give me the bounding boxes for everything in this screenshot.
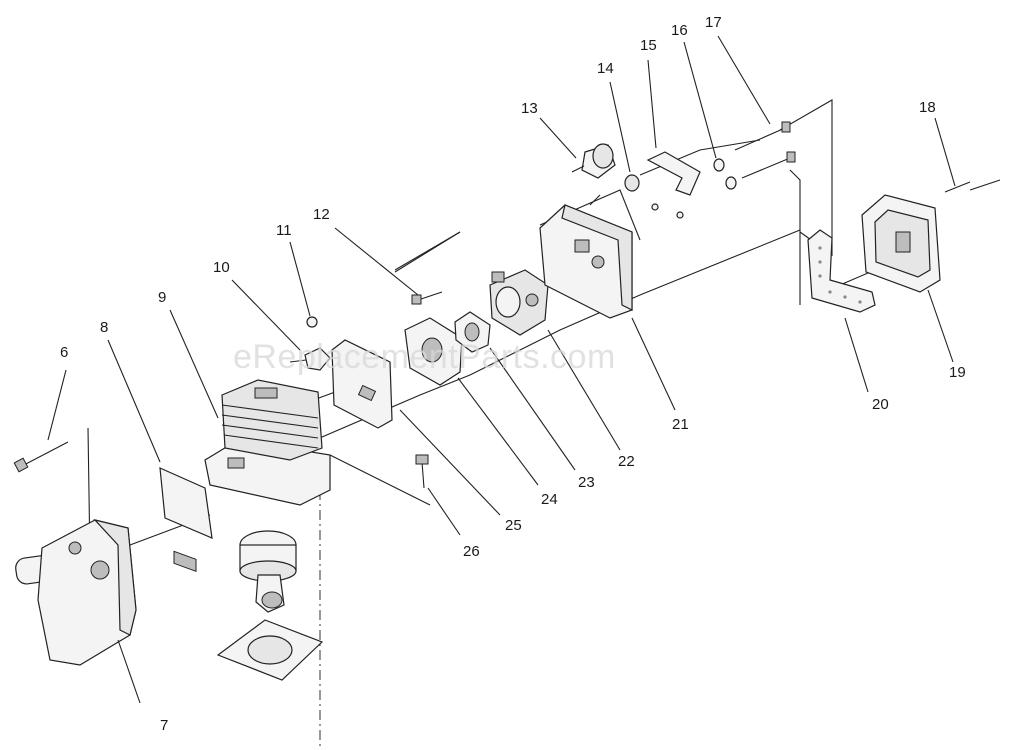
- callout-7: 7: [160, 717, 168, 734]
- bolt-part-12: [411, 291, 443, 305]
- muffler-gasket-part-8: [159, 467, 213, 573]
- piston-assembly: [216, 530, 324, 681]
- callout-11: 11: [276, 222, 292, 239]
- insulator-plate-part-25: [331, 339, 393, 429]
- screw-part-26: [415, 454, 429, 489]
- callout-22: 22: [618, 453, 635, 470]
- callout-17: 17: [705, 14, 722, 31]
- small-nut: [676, 211, 684, 219]
- long-bolts-part-17: [734, 121, 796, 179]
- bushing-part-14: [624, 174, 640, 192]
- callout-13: 13: [521, 100, 538, 117]
- spark-plug-part-10: [289, 347, 331, 371]
- watermark-text: eReplacementParts.com: [233, 338, 616, 376]
- callout-6: 6: [60, 344, 68, 361]
- callout-9: 9: [158, 289, 166, 306]
- primer-bulb-part-13: [571, 143, 616, 179]
- small-washer: [651, 203, 659, 211]
- air-filter-base-part-21: [539, 204, 633, 319]
- carburetor-rod: [394, 231, 461, 273]
- air-filter-element-part-20: [807, 229, 876, 313]
- washer-part-11: [306, 316, 318, 328]
- muffler-part-7: [15, 518, 137, 666]
- air-filter-cover-part-19: [861, 194, 941, 293]
- callout-19: 19: [949, 364, 966, 381]
- callout-21: 21: [672, 416, 689, 433]
- callout-12: 12: [313, 206, 330, 223]
- callout-24: 24: [541, 491, 558, 508]
- callout-labels: 6 7 8 9 10 11 12 13 14 15 16 17 18 19 20…: [60, 14, 966, 734]
- cylinder-part-9: [204, 379, 331, 506]
- washer-part-16: [713, 158, 737, 190]
- cover-screws-part-18: [944, 179, 1001, 193]
- assembly-guide-lines: [87, 99, 911, 561]
- callout-18: 18: [919, 99, 936, 116]
- carburetor-part-22: [489, 269, 549, 336]
- callout-23: 23: [578, 474, 595, 491]
- callout-14: 14: [597, 60, 614, 77]
- callout-20: 20: [872, 396, 889, 413]
- callout-26: 26: [463, 543, 480, 560]
- intake-adapter-part-24: [404, 317, 463, 386]
- muffler-bolt-part-6: [13, 441, 69, 473]
- callout-15: 15: [640, 37, 657, 54]
- callout-leaders: [47, 35, 956, 704]
- callout-8: 8: [100, 319, 108, 336]
- callout-16: 16: [671, 22, 688, 39]
- carburetor-gasket-part-23: [454, 311, 491, 353]
- choke-lever-part-15: [646, 151, 701, 196]
- callout-25: 25: [505, 517, 522, 534]
- callout-10: 10: [213, 259, 230, 276]
